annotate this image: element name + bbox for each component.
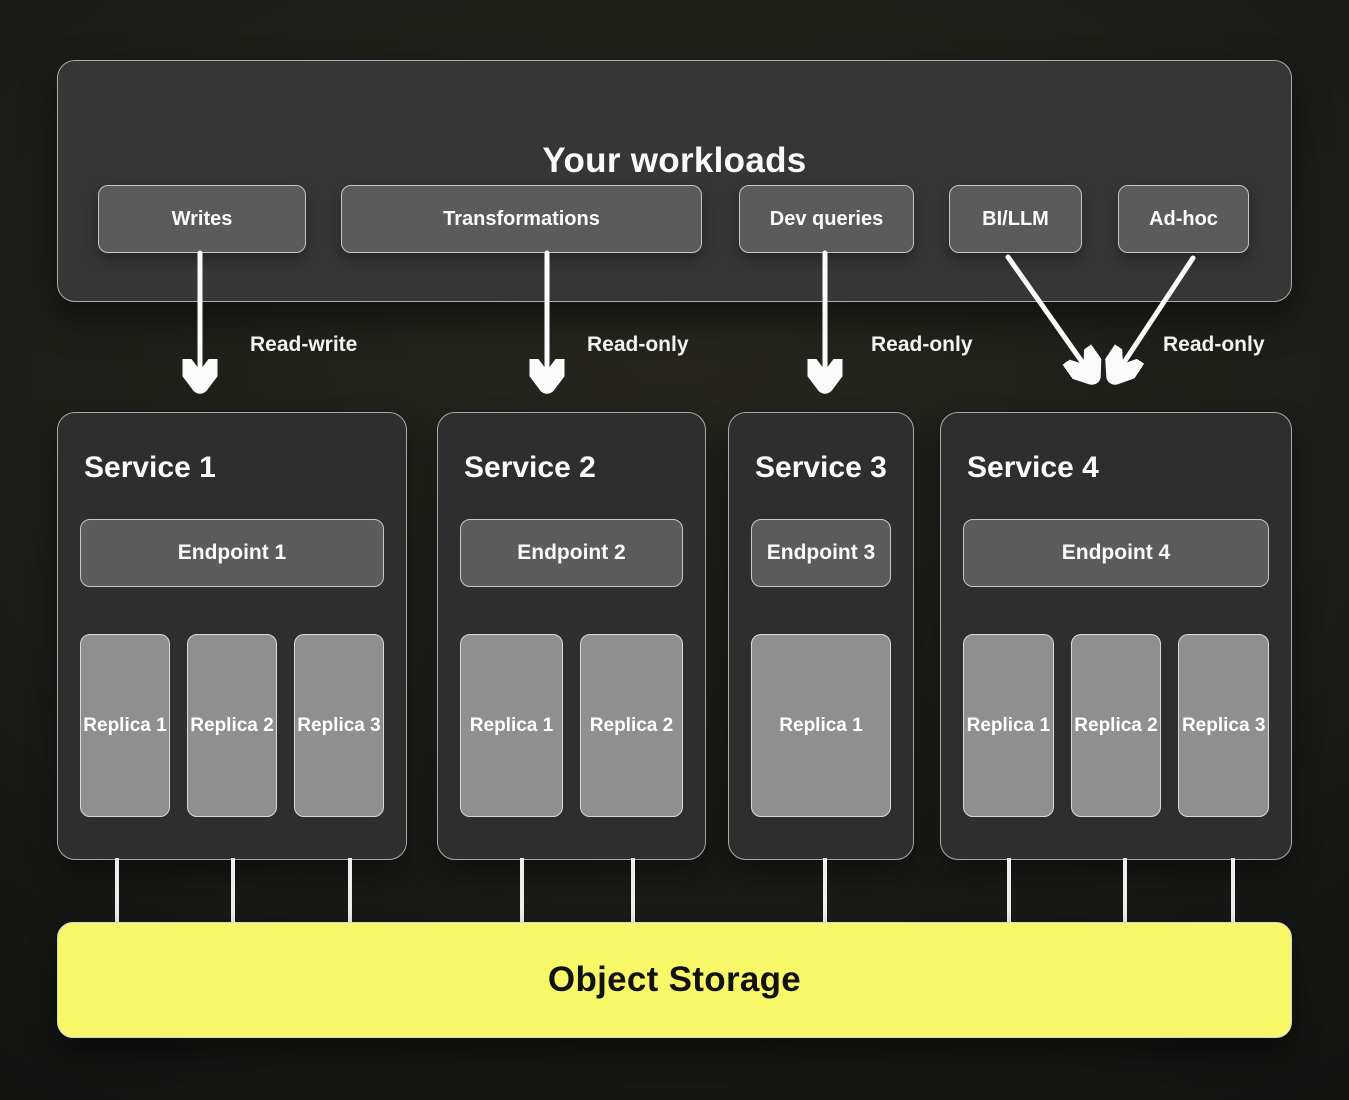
- object-storage-label: Object Storage: [547, 960, 802, 999]
- replica-box: Replica 1: [963, 634, 1054, 817]
- connector-line: [1007, 858, 1011, 924]
- replica-box: Replica 2: [1070, 634, 1162, 817]
- service-1-panel: Service 1 Endpoint 1 Replica 1 Replica 2…: [57, 412, 407, 860]
- service-4-panel: Service 4 Endpoint 4 Replica 1 Replica 2…: [940, 412, 1292, 860]
- connector-line: [348, 858, 352, 924]
- replica-box: Replica 1: [80, 634, 170, 817]
- service-3-endpoint: Endpoint 3: [751, 519, 891, 587]
- service-4-replicas: Replica 1 Replica 2 Replica 3: [963, 634, 1270, 817]
- workload-chip-bi-llm: BI/LLM: [949, 185, 1082, 253]
- workloads-title: Your workloads: [542, 141, 807, 180]
- workload-chip-dev-queries: Dev queries: [739, 185, 914, 253]
- service-2-endpoint: Endpoint 2: [460, 519, 683, 587]
- flow-label-read-only-1: Read-only: [587, 333, 689, 356]
- service-3-replicas: Replica 1: [751, 634, 891, 817]
- flow-label-read-write: Read-write: [250, 333, 358, 356]
- service-1-title: Service 1: [84, 451, 216, 484]
- service-4-endpoint: Endpoint 4: [963, 519, 1269, 587]
- connector-line: [631, 858, 635, 924]
- flow-label-read-only-3: Read-only: [1163, 333, 1265, 356]
- replica-box: Replica 3: [1178, 634, 1270, 817]
- service-3-panel: Service 3 Endpoint 3 Replica 1: [728, 412, 914, 860]
- connector-line: [1231, 858, 1235, 924]
- workloads-panel: Your workloads Writes Transformations De…: [57, 60, 1292, 302]
- replica-box: Replica 2: [187, 634, 277, 817]
- object-storage-bar: Object Storage: [57, 922, 1292, 1038]
- replica-box: Replica 1: [460, 634, 563, 817]
- workload-chip-ad-hoc: Ad-hoc: [1118, 185, 1249, 253]
- service-2-replicas: Replica 1 Replica 2: [460, 634, 683, 817]
- replica-box: Replica 1: [751, 634, 891, 817]
- service-4-title: Service 4: [967, 451, 1099, 484]
- connector-line: [1123, 858, 1127, 924]
- connector-line: [231, 858, 235, 924]
- flow-label-read-only-2: Read-only: [871, 333, 973, 356]
- connector-line: [823, 858, 827, 924]
- connector-line: [520, 858, 524, 924]
- replica-box: Replica 2: [580, 634, 683, 817]
- service-2-panel: Service 2 Endpoint 2 Replica 1 Replica 2: [437, 412, 706, 860]
- connector-line: [115, 858, 119, 924]
- service-3-title: Service 3: [755, 451, 887, 484]
- service-2-title: Service 2: [464, 451, 596, 484]
- workload-chip-writes: Writes: [98, 185, 306, 253]
- service-1-endpoint: Endpoint 1: [80, 519, 384, 587]
- service-1-replicas: Replica 1 Replica 2 Replica 3: [80, 634, 384, 817]
- workload-chip-transformations: Transformations: [341, 185, 702, 253]
- replica-box: Replica 3: [294, 634, 384, 817]
